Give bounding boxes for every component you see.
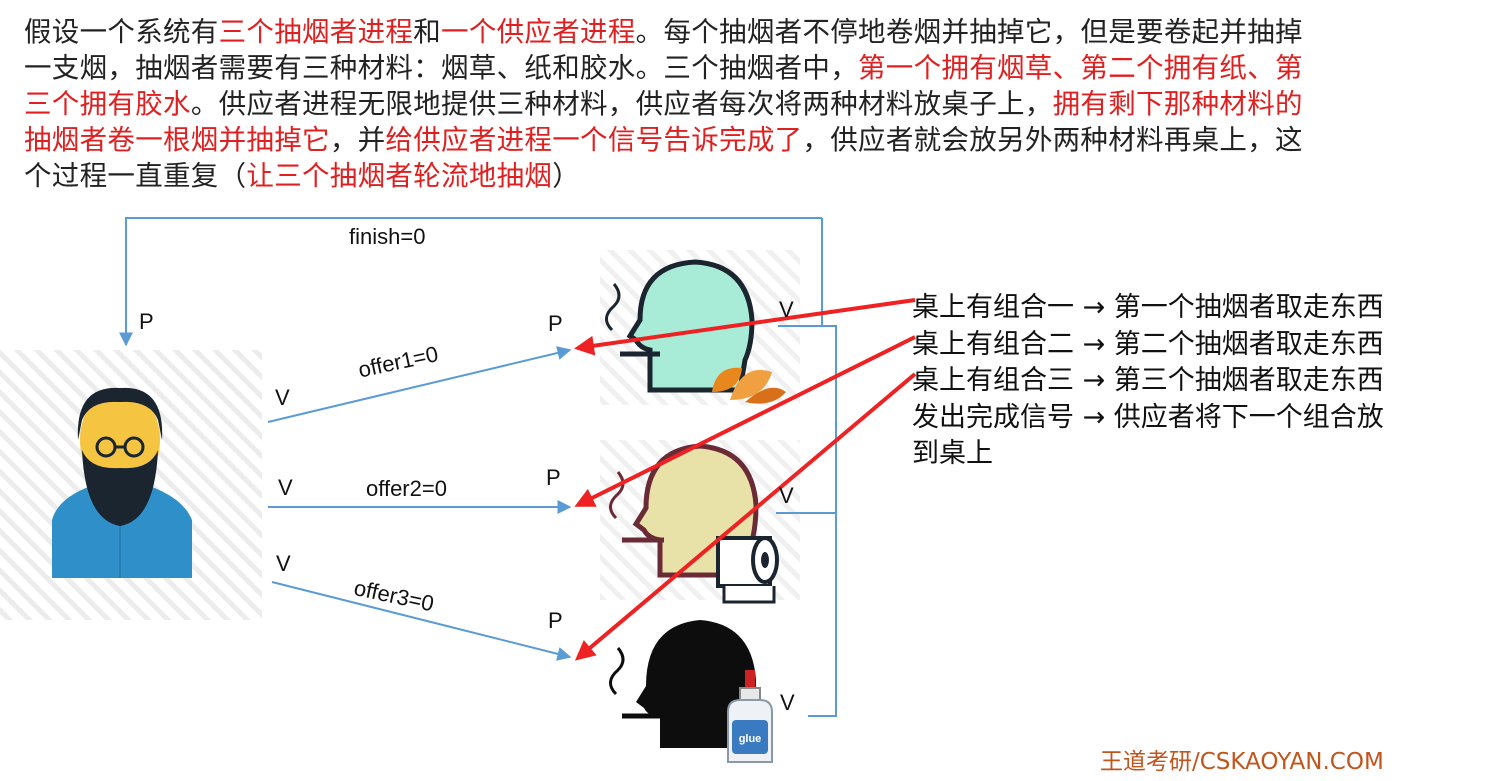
red-arrow-combo3 <box>574 372 917 661</box>
desc-seg-13: ） <box>552 160 581 192</box>
p-label-smoker2: P <box>546 465 561 490</box>
v-label-offer3: V <box>276 551 291 576</box>
v-label-offer1: V <box>275 385 290 410</box>
p-label-supplier: P <box>139 309 154 334</box>
desc-highlight-turns: 让三个抽烟者轮流地抽烟 <box>246 160 553 192</box>
note-line-2: 桌上有组合二 → 第二个抽烟者取走东西 <box>912 328 1384 360</box>
desc-highlight-materials: 第一个拥有烟草、第二个拥有纸、第三个拥有胶水 <box>24 52 1303 120</box>
p-label-smoker1: P <box>548 311 563 336</box>
desc-highlight-roll: 拥有剩下那种材料的抽烟者卷一根烟并抽掉它 <box>24 88 1303 156</box>
note-line-1: 桌上有组合一 → 第一个抽烟者取走东西 <box>912 292 1384 323</box>
desc-highlight-smokers: 三个抽烟者进程 <box>218 16 414 48</box>
red-arrow-combo1 <box>574 298 916 356</box>
red-arrow-combo2 <box>574 335 916 507</box>
supplier-icon <box>52 387 192 578</box>
offer3-arrow <box>271 581 572 661</box>
finish-label: finish=0 <box>349 224 426 249</box>
v-label-smoker2: V <box>779 483 794 508</box>
note-line-5: 到桌上 <box>912 438 993 469</box>
footer-watermark: 王道考研/CSKAOYAN.COM <box>1100 749 1384 775</box>
combination-notes: 桌上有组合一 → 第一个抽烟者取走东西 桌上有组合二 → 第二个抽烟者取走东西 … <box>912 290 1452 473</box>
v-label-offer2: V <box>278 475 293 500</box>
desc-seg-5: 。每个抽烟者不停地卷烟并抽掉它，但是要卷起并抽掉一支烟，抽烟者需要有三种材料：烟… <box>24 16 1303 84</box>
smoker-1-icon <box>605 259 755 393</box>
desc-seg-3: 和 <box>413 16 442 48</box>
glue-label: glue <box>739 733 762 745</box>
v-label-smoker1: V <box>779 297 794 322</box>
desc-seg-11: ，供应者就会放另外两种材料再桌上，这个过程一直重复（ <box>24 124 1303 192</box>
desc-seg-7: 。供应者进程无限地提供三种材料，供应者每次将两种材料放桌子上， <box>190 88 1053 120</box>
paper-roll-icon <box>716 536 779 604</box>
smoker-3-icon <box>609 620 756 748</box>
desc-seg-1: 假设一个系统有 <box>24 16 219 48</box>
finish-loop-line <box>119 217 822 347</box>
tobacco-leaf-icon <box>712 367 786 404</box>
offer2-label: offer2=0 <box>366 476 447 501</box>
offer1-arrow <box>267 346 572 423</box>
desc-highlight-supplier: 一个供应者进程 <box>441 16 636 48</box>
note-line-4: 发出完成信号 → 供应者将下一个组合放 <box>912 401 1384 433</box>
desc-highlight-signal: 给供应者进程一个信号告诉完成了 <box>385 124 803 156</box>
glue-bottle-icon <box>727 670 773 763</box>
p-label-smoker3: P <box>548 608 563 633</box>
desc-seg-9: ，并 <box>329 124 386 156</box>
v-label-smoker3: V <box>780 690 795 715</box>
note-line-3: 桌上有组合三 → 第三个抽烟者取走东西 <box>912 365 1384 396</box>
problem-description: 假设一个系统有三个抽烟者进程和一个供应者进程。每个抽烟者不停地卷烟并抽掉它，但是… <box>24 14 1314 194</box>
